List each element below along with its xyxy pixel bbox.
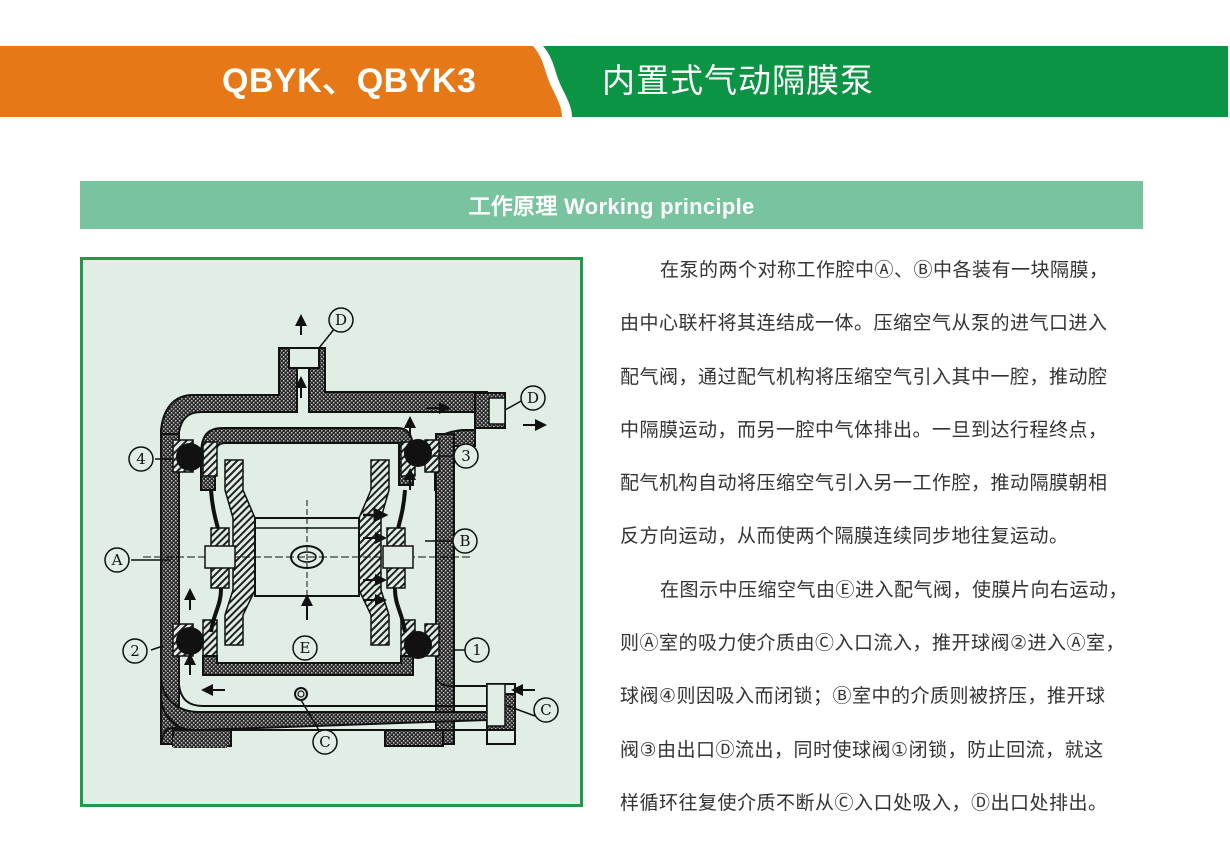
paragraph-1-line-6: 反方向运动，从而使两个隔膜连续同步地往复运动。: [620, 525, 1069, 548]
svg-text:A: A: [111, 551, 123, 569]
svg-text:B: B: [459, 532, 470, 550]
svg-text:D: D: [335, 311, 347, 329]
model-title: QBYK、QBYK3: [222, 62, 477, 100]
paragraph-2-line-5: 样循环往复使介质不断从Ⓒ入口处吸入，Ⓓ出口处排出。: [620, 791, 1108, 814]
working-principle-description: 在泵的两个对称工作腔中Ⓐ、Ⓑ中各装有一块隔膜， 由中心联杆将其连结成一体。压缩空…: [620, 244, 1150, 830]
pump-cross-section-drawing: D D 4 3 A B E 2 1 C C: [104, 307, 559, 755]
label-C-right: C: [533, 697, 559, 723]
paragraph-1-line-4: 中隔膜运动，而另一腔中气体排出。一旦到达行程终点，: [620, 418, 1108, 441]
svg-text:C: C: [319, 733, 330, 751]
svg-text:1: 1: [472, 641, 482, 659]
paragraph-2-line-1: 在图示中压缩空气由Ⓔ进入配气阀，使膜片向右运动，: [660, 578, 1129, 601]
paragraph-1-line-2: 由中心联杆将其连结成一体。压缩空气从泵的进气口进入: [620, 312, 1108, 335]
header-banner-shape: [0, 46, 1228, 117]
section-banner: 工作原理 Working principle: [80, 181, 1143, 229]
label-C-bottom: C: [312, 729, 338, 755]
title-header: QBYK、QBYK3 内置式气动隔膜泵: [0, 46, 1228, 117]
label-1: 1: [464, 637, 490, 663]
label-A: A: [104, 547, 130, 573]
svg-text:D: D: [527, 389, 539, 407]
paragraph-1-line-3: 配气阀，通过配气机构将压缩空气引入其中一腔，推动腔: [620, 365, 1108, 388]
label-D-right: D: [520, 385, 546, 411]
svg-text:C: C: [540, 701, 551, 719]
paragraph-1-line-1: 在泵的两个对称工作腔中Ⓐ、Ⓑ中各装有一块隔膜，: [660, 259, 1109, 281]
ball-valve-3: [404, 439, 432, 467]
ball-valve-1: [404, 631, 432, 659]
svg-text:E: E: [300, 639, 311, 657]
svg-text:3: 3: [461, 447, 471, 465]
section-title: 工作原理 Working principle: [468, 194, 755, 219]
pump-diagram: D D 4 3 A B E 2 1 C C: [80, 257, 583, 807]
label-2: 2: [122, 638, 148, 664]
label-B: B: [452, 528, 478, 554]
svg-text:4: 4: [136, 450, 146, 468]
paragraph-2-line-3: 球阀④则因吸入而闭锁；Ⓑ室中的介质则被挤压，推开球: [620, 685, 1106, 708]
paragraph-2-line-2: 则Ⓐ室的吸力使介质由Ⓒ入口流入，推开球阀②进入Ⓐ室，: [620, 632, 1126, 655]
product-title: 内置式气动隔膜泵: [602, 61, 874, 100]
paragraph-1-line-5: 配气机构自动将压缩空气引入另一工作腔，推动隔膜朝相: [620, 472, 1108, 495]
ball-valve-4: [176, 443, 204, 471]
label-4: 4: [128, 446, 154, 472]
svg-text:2: 2: [130, 642, 140, 660]
paragraph-2-line-4: 阀③由出口Ⓓ流出，同时使球阀①闭锁，防止回流，就这: [620, 738, 1104, 761]
label-D-top: D: [328, 307, 354, 333]
label-E: E: [292, 635, 318, 661]
label-3: 3: [453, 443, 479, 469]
ball-valve-2: [176, 627, 204, 655]
